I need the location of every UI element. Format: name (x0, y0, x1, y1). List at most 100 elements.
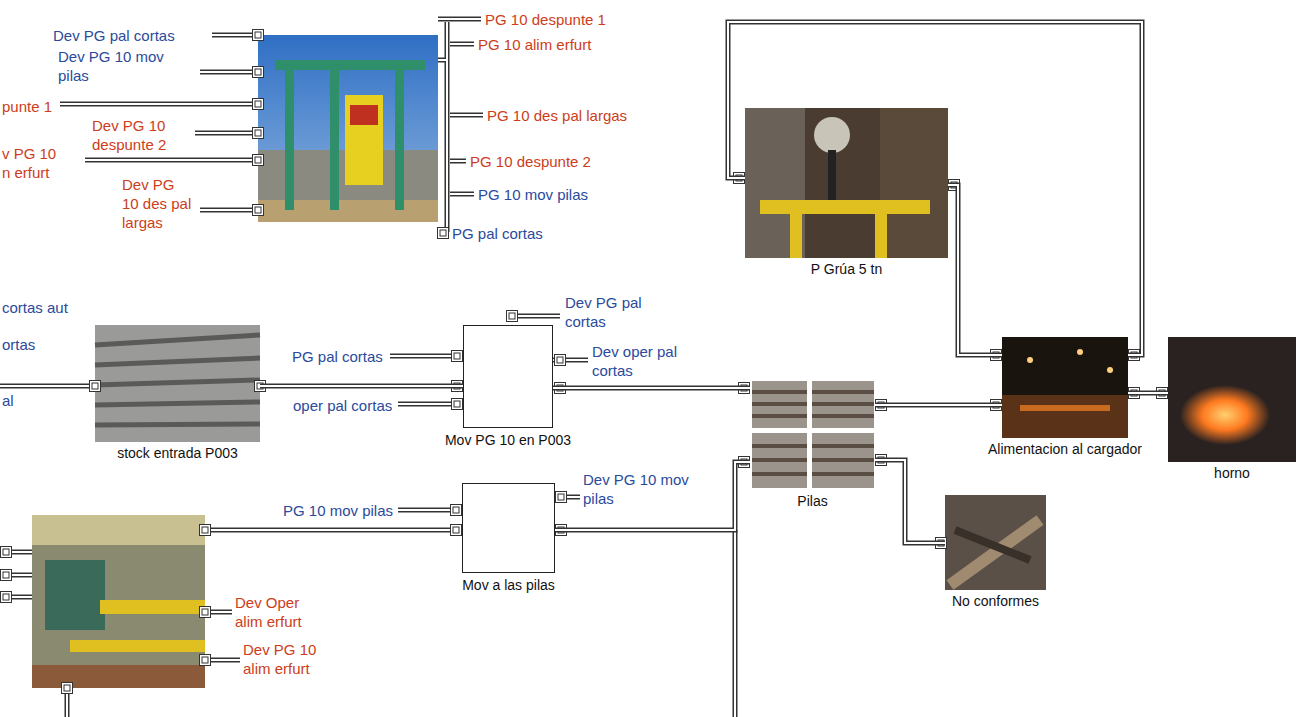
port-glyph (253, 155, 264, 166)
photo-erfurt-line (70, 640, 205, 652)
port-label: v PG 10 n erfurt (2, 144, 64, 182)
photo-rejects (950, 520, 1040, 585)
port-label: PG 10 des pal largas (487, 106, 627, 125)
connector-outline (1128, 391, 1168, 396)
port-glyph (253, 128, 264, 139)
photo-plant-exterior (285, 60, 294, 210)
photo-loader (1002, 395, 1128, 438)
wire (0, 19, 735, 717)
connector-gap (555, 462, 750, 530)
port-label: Dev PG pal cortas (565, 293, 675, 331)
port-label: PG 10 despunte 1 (485, 10, 606, 29)
photo-plant-exterior (395, 60, 404, 210)
photo-erfurt-line (32, 515, 205, 688)
wire-gap (438, 19, 483, 232)
port-label: Dev PG 10 mov pilas (583, 470, 708, 508)
photo-plant-exterior (258, 35, 438, 222)
piles-photo-node: Pilas (750, 380, 875, 490)
photo-furnace (1180, 385, 1270, 445)
double-line-connector (875, 405, 1002, 406)
photo-crane (828, 150, 836, 200)
photo-billet-stock (95, 325, 260, 442)
photo-crane (745, 108, 948, 258)
crane-photo-node: P Grúa 5 tn (745, 108, 948, 258)
port-label: punte 1 (2, 97, 52, 116)
rejects-photo-node: No conformes (945, 495, 1046, 590)
loader-photo-node: Alimentacion al cargador (1002, 337, 1128, 438)
connector-outline (555, 462, 750, 530)
photo-rejects (955, 530, 1030, 560)
port-label: Dev PG 10 des pal largas (122, 175, 192, 232)
connector-gap (1128, 392, 1168, 394)
port-glyph (556, 492, 567, 503)
port-glyph (253, 30, 264, 41)
photo-crane (814, 117, 850, 153)
node-caption: Pilas (795, 493, 829, 509)
port-glyph (1, 592, 12, 603)
photo-billet-stock (95, 335, 260, 425)
photo-plant-exterior (350, 105, 378, 125)
node-caption: Mov PG 10 en P003 (443, 432, 573, 448)
port-glyph (507, 311, 518, 322)
port-label: Dev oper pal cortas (592, 342, 707, 380)
connector-outline (728, 22, 1142, 355)
port-glyph (200, 525, 211, 536)
photo-plant-exterior (330, 60, 339, 210)
port-glyph (452, 399, 463, 410)
wire-gap (734, 530, 736, 717)
port-glyph (200, 607, 211, 618)
connector-gap (948, 185, 1002, 355)
photo-rejects (945, 495, 1046, 590)
photo-erfurt-line (100, 600, 205, 614)
connector-gap (260, 385, 463, 387)
port-label: PG pal cortas (292, 347, 383, 366)
stock-photo-node: stock entrada P003 (95, 325, 260, 442)
port-label: PG 10 mov pilas (283, 501, 393, 520)
connector-outline (948, 185, 1002, 355)
port-label: cortas aut (2, 298, 68, 317)
process-box: Mov PG 10 en P003 (463, 325, 553, 428)
port-label: PG 10 mov pilas (478, 185, 588, 204)
double-line-connector (728, 22, 1142, 355)
port-glyph (253, 99, 264, 110)
photo-loader (1077, 349, 1083, 355)
photo-furnace (1168, 337, 1296, 462)
connector-gap (875, 460, 945, 543)
photo-loader (1027, 357, 1033, 363)
connector-outline (260, 384, 463, 389)
photo-crane (745, 108, 805, 258)
connector-gap (553, 387, 750, 389)
port-glyph (555, 355, 566, 366)
photo-plant-exterior (345, 95, 383, 185)
double-line-connector (553, 388, 750, 389)
double-line-connector (948, 185, 1002, 355)
photo-crane (880, 108, 948, 258)
port-glyph (1, 30, 1168, 694)
port-glyph (62, 683, 73, 694)
port-glyph (1, 547, 12, 558)
photo-crane (790, 214, 802, 258)
port-label: Dev Oper alim erfurt (235, 593, 325, 631)
port-label: PG pal cortas (452, 224, 543, 243)
wire (0, 384, 95, 389)
photo-billet-stock (95, 325, 260, 442)
photo-loader (1020, 405, 1110, 411)
photo-erfurt-line (32, 665, 205, 688)
port-label: oper pal cortas (293, 396, 392, 415)
photo-furnace (1168, 337, 1296, 462)
photo-erfurt-line (32, 515, 205, 545)
photo-loader (1107, 367, 1113, 373)
port-glyph (438, 228, 449, 239)
wire (733, 530, 738, 717)
double-line-connector (1128, 393, 1168, 394)
port-label: PG 10 despunte 2 (470, 152, 591, 171)
connector-gap (875, 404, 1002, 406)
port-glyph (200, 655, 211, 666)
port-glyph (451, 525, 462, 536)
port-label: Dev PG 10 mov pilas (58, 47, 178, 85)
photo-erfurt-line (32, 515, 205, 688)
connector-gap (728, 22, 1142, 355)
node-caption: Mov a las pilas (460, 577, 557, 593)
port-glyph (90, 381, 101, 392)
